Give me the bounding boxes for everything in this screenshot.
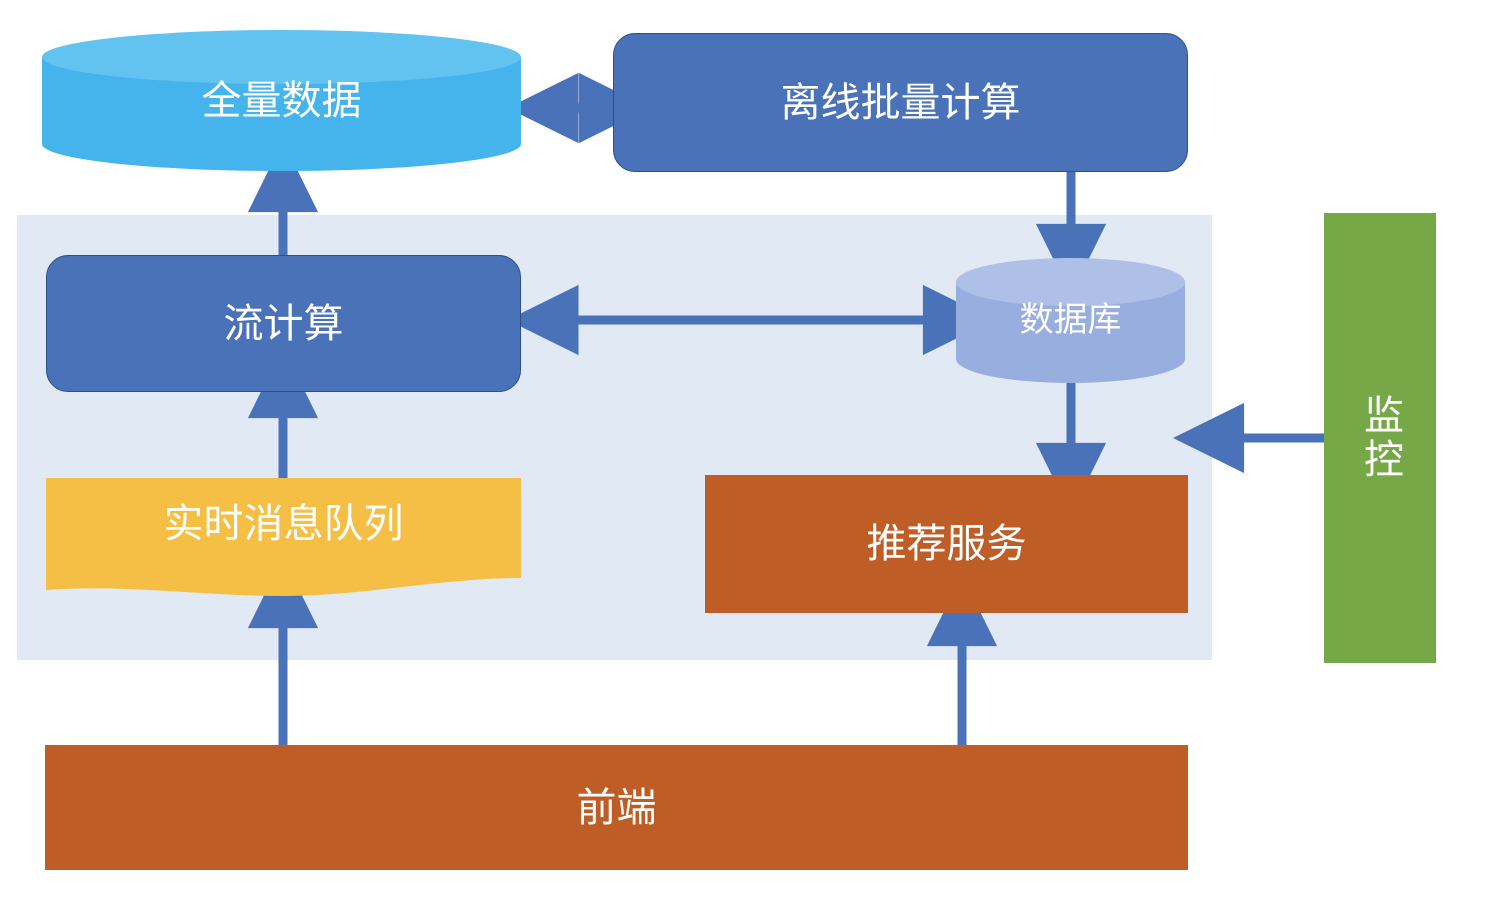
node-frontend[interactable]: 前端 (45, 745, 1188, 870)
node-database[interactable]: 数据库 (956, 258, 1185, 383)
node-label-offline-batch: 离线批量计算 (780, 80, 1021, 125)
cylinder-shape-database (956, 258, 1185, 383)
node-label-message-queue: 实时消息队列 (163, 502, 404, 546)
node-label-full-data: 全量数据 (201, 78, 362, 123)
node-label-stream-compute: 流计算 (223, 301, 344, 346)
wave-shape-message-queue (46, 478, 521, 596)
node-label-database: 数据库 (1019, 300, 1122, 339)
node-label-monitor: 监控 (1358, 394, 1402, 482)
node-message-queue[interactable]: 实时消息队列 (46, 478, 521, 602)
node-label-frontend: 前端 (576, 785, 657, 830)
cylinder-shape-full-data (42, 30, 521, 171)
node-monitor[interactable]: 监控 (1324, 213, 1436, 663)
node-offline-batch[interactable]: 离线批量计算 (613, 33, 1188, 172)
node-full-data[interactable]: 全量数据 (42, 30, 521, 171)
node-recommend-service[interactable]: 推荐服务 (705, 475, 1188, 613)
node-stream-compute[interactable]: 流计算 (46, 255, 521, 392)
node-label-recommend-service: 推荐服务 (866, 522, 1027, 566)
